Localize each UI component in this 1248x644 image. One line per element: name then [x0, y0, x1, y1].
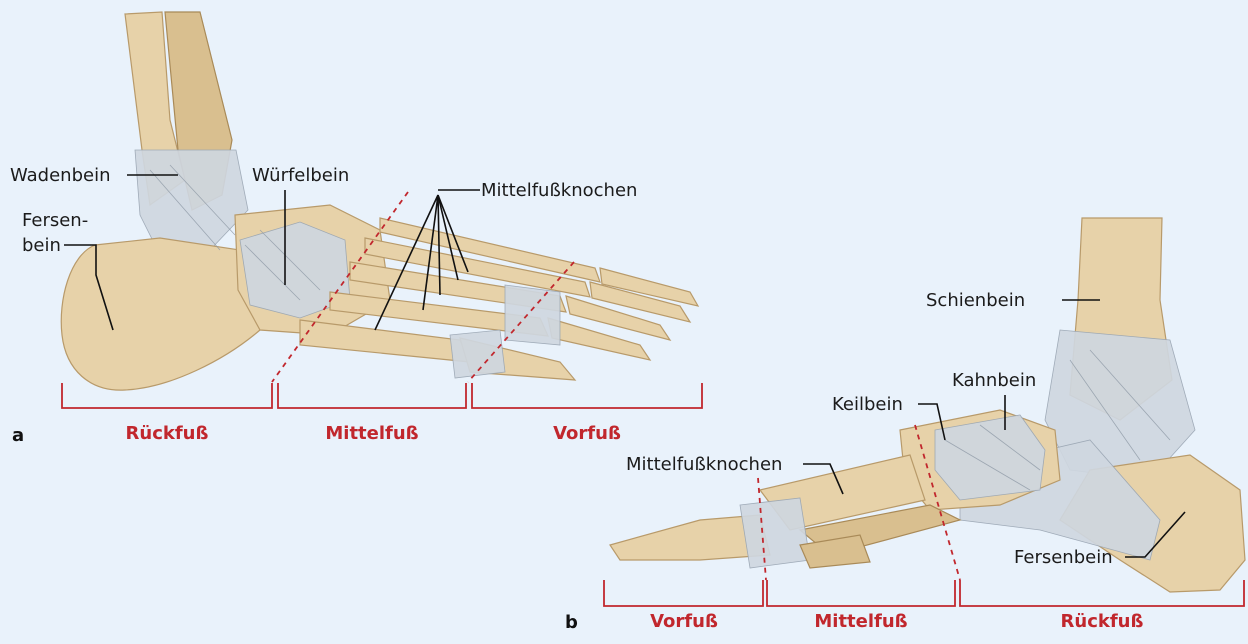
- label-fersenbein-a-line2: bein: [22, 235, 61, 256]
- region-rueckfuss-b: Rückfuß: [1061, 611, 1144, 632]
- region-vorfuss-b: Vorfuß: [650, 611, 718, 632]
- toe-ligaments-a: [450, 330, 505, 378]
- region-mittelfuss-b: Mittelfuß: [814, 611, 907, 632]
- label-fersenbein-a-line1: Fersen-: [22, 210, 88, 231]
- label-wadenbein: Wadenbein: [10, 165, 111, 186]
- region-brackets-a: [62, 383, 702, 408]
- bracket-mittelfuss-b: [767, 580, 955, 606]
- region-rueckfuss-a: Rückfuß: [126, 423, 209, 444]
- label-kahnbein: Kahnbein: [952, 370, 1036, 391]
- label-fersenbein-b: Fersenbein: [1014, 547, 1113, 568]
- region-brackets-b: [604, 580, 1244, 606]
- bracket-mittelfuss-a: [278, 383, 466, 408]
- label-schienbein: Schienbein: [926, 290, 1025, 311]
- label-wuerfelbein: Würfelbein: [252, 165, 349, 186]
- tarsal-ligaments-b: [935, 415, 1045, 500]
- panel-letter-a: a: [12, 425, 24, 446]
- region-mittelfuss-a: Mittelfuß: [325, 423, 418, 444]
- label-mittelfussknochen-b: Mittelfußknochen: [626, 454, 782, 475]
- panel-letter-b: b: [565, 612, 578, 633]
- label-keilbein: Keilbein: [832, 394, 903, 415]
- label-mittelfussknochen-a: Mittelfußknochen: [481, 180, 637, 201]
- panel-a-illustration: [61, 12, 698, 390]
- forefoot-ligaments-a: [505, 285, 560, 345]
- bracket-rueckfuss-a: [62, 383, 272, 408]
- panel-b-illustration: [610, 218, 1245, 592]
- bracket-vorfuss-a: [472, 383, 702, 408]
- region-vorfuss-a: Vorfuß: [553, 423, 621, 444]
- bracket-vorfuss-b: [604, 580, 763, 606]
